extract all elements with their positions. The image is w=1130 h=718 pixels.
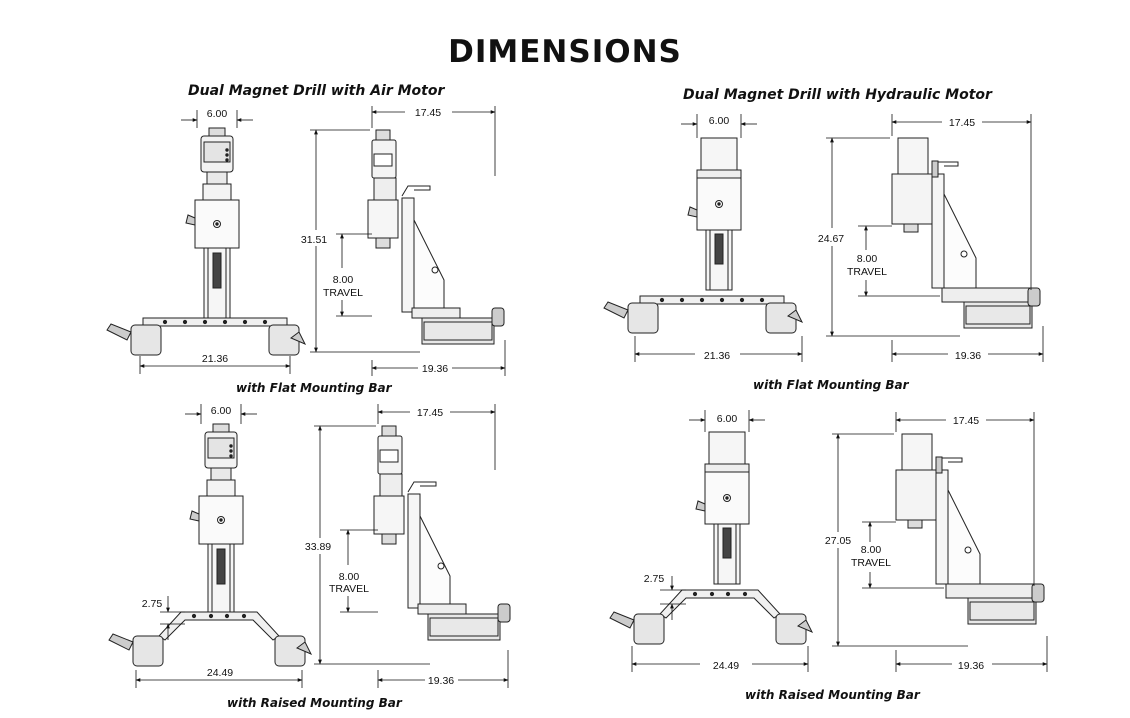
air-raised-side-depth: 17.45 (417, 407, 443, 419)
page-title: DIMENSIONS (448, 34, 682, 70)
hydraulic-flat-caption: with Flat Mounting Bar (753, 378, 909, 392)
hydraulic-flat-side-base: 19.36 (955, 350, 981, 362)
air-flat-travel-value: 8.00 (333, 274, 354, 286)
hydraulic-flat-side-view (826, 114, 1044, 362)
air-raised-travel-value: 8.00 (339, 571, 360, 583)
hydraulic-raised-rise: 2.75 (644, 573, 665, 585)
air-flat-side-depth: 17.45 (415, 107, 441, 119)
hydraulic-raised-side-view (832, 412, 1048, 672)
hydraulic-motor-heading: Dual Magnet Drill with Hydraulic Motor (683, 87, 992, 103)
hydraulic-raised-base-width: 24.49 (713, 660, 739, 672)
air-raised-rise: 2.75 (142, 598, 163, 610)
hydraulic-raised-caption: with Raised Mounting Bar (745, 688, 920, 702)
air-raised-side-base: 19.36 (428, 675, 454, 687)
air-raised-base-width: 24.49 (207, 667, 233, 679)
hydraulic-raised-side-base: 19.36 (958, 660, 984, 672)
hydraulic-raised-height: 27.05 (825, 535, 851, 547)
hydraulic-flat-base-width: 21.36 (704, 350, 730, 362)
air-flat-caption: with Flat Mounting Bar (236, 381, 392, 395)
hydraulic-raised-front-view (609, 410, 813, 672)
air-raised-side-view (314, 404, 511, 688)
air-raised-caption: with Raised Mounting Bar (227, 696, 402, 710)
air-raised-travel-label: TRAVEL (329, 583, 369, 595)
hydraulic-flat-travel-label: TRAVEL (847, 266, 887, 278)
hydraulic-flat-travel-value: 8.00 (857, 253, 878, 265)
hydraulic-flat-height: 24.67 (818, 233, 844, 245)
hydraulic-raised-travel-value: 8.00 (861, 544, 882, 556)
air-raised-front-width: 6.00 (211, 405, 232, 417)
hydraulic-flat-front-view (603, 114, 803, 362)
air-raised-height: 33.89 (305, 541, 331, 553)
hydraulic-raised-travel-label: TRAVEL (851, 557, 891, 569)
air-flat-front-width: 6.00 (207, 108, 228, 120)
air-flat-height: 31.51 (301, 234, 327, 246)
hydraulic-flat-side-depth: 17.45 (949, 117, 975, 129)
hydraulic-raised-side-depth: 17.45 (953, 415, 979, 427)
air-raised-front-view (108, 404, 312, 688)
hydraulic-raised-front-width: 6.00 (717, 413, 738, 425)
air-flat-travel-label: TRAVEL (323, 287, 363, 299)
air-motor-heading: Dual Magnet Drill with Air Motor (188, 83, 445, 99)
air-flat-side-view (310, 106, 506, 376)
air-flat-front-view (106, 110, 306, 374)
hydraulic-flat-front-width: 6.00 (709, 115, 730, 127)
air-flat-base-width: 21.36 (202, 353, 228, 365)
air-flat-side-base: 19.36 (422, 363, 448, 375)
